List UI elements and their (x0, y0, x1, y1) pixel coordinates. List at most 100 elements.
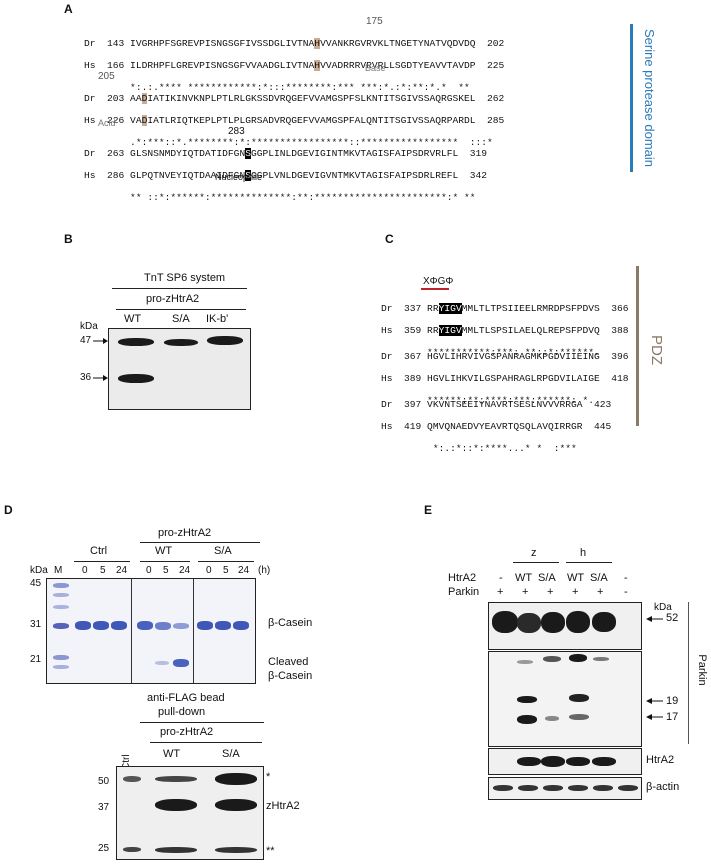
band (492, 611, 518, 633)
time-5-sa: 5 (223, 565, 229, 576)
wt-underline (140, 561, 190, 562)
marker-47: 47 (80, 335, 92, 346)
band (593, 785, 613, 791)
pdz-label: PDZ (648, 335, 665, 365)
band (566, 611, 590, 633)
blot-marker-25: 25 (98, 843, 110, 854)
band-ctrl-25 (123, 847, 141, 852)
kda-label: kDa (80, 321, 98, 332)
htra2-cond: - (499, 572, 503, 584)
position-283-label: 283 (228, 126, 245, 137)
gel-kda-label: kDa (30, 565, 48, 576)
serine-protease-bracket (630, 24, 633, 172)
band (592, 757, 616, 766)
htra2-cond: WT (567, 572, 585, 584)
band (543, 656, 561, 662)
gel-sa-label: S/A (214, 545, 232, 557)
parkin-cond: + (597, 586, 604, 598)
band-sa-zhtra2 (215, 799, 257, 811)
htra2-cond: - (624, 572, 628, 584)
parkin-cond: + (522, 586, 529, 598)
band (541, 756, 565, 767)
pulldown-title-2: pull-down (158, 706, 206, 718)
band (517, 715, 537, 724)
band-sa-50 (215, 773, 257, 785)
band (569, 714, 589, 720)
species-h-label: h (580, 547, 587, 559)
band-ik-47 (207, 336, 243, 345)
construct-label: pro-zHtrA2 (146, 293, 200, 305)
panel-a-label: A (64, 2, 73, 16)
gel-marker-21: 21 (30, 654, 42, 665)
htra2-row-label: HtrA2 (448, 572, 477, 584)
alignment-c-block-2: Dr 367 HGVLIHRVIVGSPANRAGMKPGDVIIEING 39… (381, 340, 629, 417)
parkin-cond: + (572, 586, 579, 598)
e-marker-17: 17 (666, 711, 679, 723)
lane-sa: S/A (172, 313, 190, 325)
casein-band (93, 621, 109, 630)
pulldown-sa-label: S/A (222, 748, 240, 760)
star-double: ** (266, 845, 275, 857)
gel-marker-31: 31 (30, 619, 42, 630)
dr-seq-line: Dr 397 VKVNTSEEIYNAVRTSESLNVVVRRGA 423 (381, 399, 612, 410)
conservation-line: .*:***::*.********:*:*****************::… (84, 137, 493, 148)
hs-seq-line: Hs 166 ILDRHPFLGREVPISNGSGFVVAADGLIVTNAH… (84, 60, 505, 71)
alignment-c-block-3: Dr 397 VKVNTSEEIYNAVRTSESLNVVVRRGA 423 H… (381, 388, 611, 465)
band-wt-47 (118, 338, 154, 346)
htra2-cond: S/A (590, 572, 608, 584)
z-underline (513, 562, 559, 563)
motif-underline (421, 288, 449, 290)
serine-protease-domain-label: Serine protease domain (642, 28, 657, 168)
hs-seq-line: Hs 419 QMVQNAEDVYEAVRTQSQLAVQIRRGR 445 (381, 421, 612, 432)
parkin-side-label: Parkin (696, 654, 708, 686)
arrows-19-17 (646, 698, 663, 720)
time-24-wt: 24 (179, 565, 191, 576)
time-unit: (h) (258, 565, 271, 576)
band (545, 716, 559, 721)
htra2-cond: WT (515, 572, 533, 584)
conservation-line: ******:**:****:***:******: *. (381, 395, 595, 406)
parkin-52-blot (488, 602, 642, 650)
alignment-a-block-1: Dr 143 IVGRHPFSGREVPISNGSGFIVSSDGLIVTNAH… (84, 27, 504, 104)
band (618, 785, 638, 791)
coomassie-gel (46, 578, 256, 684)
time-5-ctrl: 5 (100, 565, 106, 576)
cleaved-band (155, 661, 169, 665)
parkin-bracket (688, 602, 689, 744)
dr-seq-line: Dr 367 HGVLIHRVIVGSPANRAGMKPGDVIIEING 39… (381, 351, 629, 362)
tnt-system-label: TnT SP6 system (144, 272, 226, 284)
band (569, 654, 587, 662)
gel-divider-1 (131, 579, 132, 683)
ladder-band (53, 593, 69, 597)
gel-divider-2 (193, 579, 194, 683)
conservation-line: *:.:*::*:****...* * :*** (381, 443, 577, 454)
conservation-line: ***********:***: **::*:******. (381, 347, 600, 358)
tnt-autoradiograph (108, 328, 251, 410)
nucleophile-label: Nucleophile (215, 172, 263, 182)
system-underline (112, 288, 247, 289)
e-kda-label: kDa (654, 602, 672, 613)
gel-construct-label: pro-zHtrA2 (158, 527, 212, 539)
lane-wt: WT (124, 313, 142, 325)
ladder-band (53, 583, 69, 588)
hs-seq-line: Hs 359 RRYIGVMMLTLSPSILAELQLREPSFPDVQ 38… (381, 325, 629, 336)
casein-band (137, 621, 153, 630)
position-205-label: 205 (98, 71, 115, 82)
band (541, 612, 565, 633)
band-wt-zhtra2 (155, 799, 197, 811)
conservation-line: *:.:.**** ************:*:::********:*** … (84, 82, 470, 93)
time-0-sa: 0 (206, 565, 212, 576)
band (517, 660, 533, 664)
gel-m-label: M (54, 565, 63, 576)
htra2-blot (488, 748, 642, 775)
construct-underline (116, 309, 246, 310)
parkin-fragment-blot (488, 651, 642, 747)
arrow-52 (646, 616, 663, 622)
alignment-a-block-2: Dr 203 AADIATIKINVKNPLPTLRLGKSSDVRQGEFVV… (84, 82, 504, 159)
lane-ik: IK-b' (206, 313, 229, 325)
alignment-a-block-3: Dr 263 GLSNSNMDYIQTDATIDFGNSGGPLINLDGEVI… (84, 137, 487, 214)
base-label: Base (365, 63, 386, 73)
dr-seq-line: Dr 203 AADIATIKINVKNPLPTLRLGKSSDVRQGEFVV… (84, 93, 505, 104)
cleaved-band (173, 659, 189, 667)
cleaved-label-2: β-Casein (268, 670, 313, 682)
